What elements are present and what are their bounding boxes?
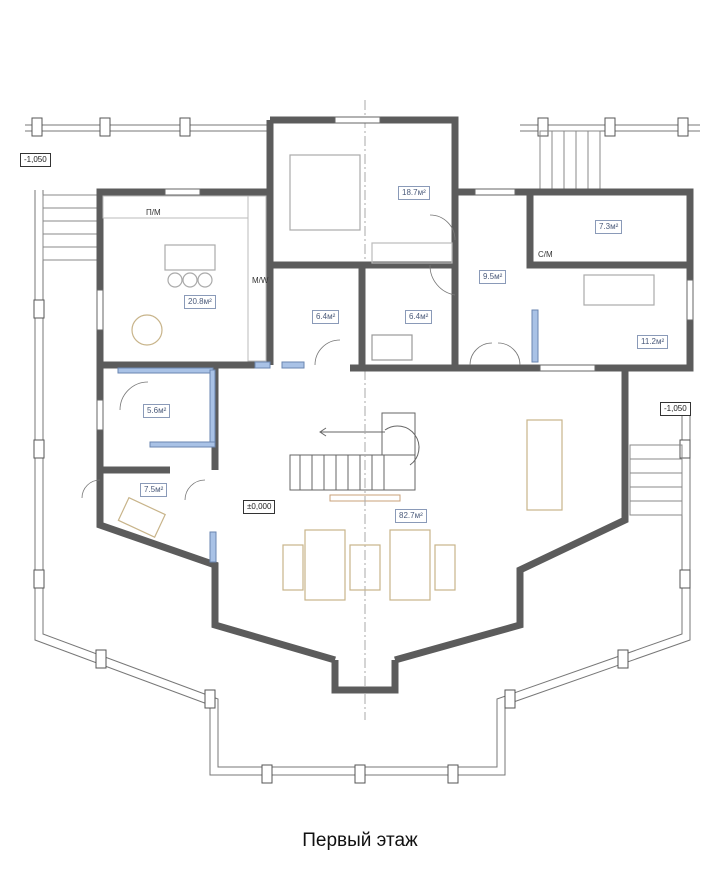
railing-posts xyxy=(31,117,691,784)
interior-staircase xyxy=(289,412,420,502)
room-area-laundry: 7.3м² xyxy=(595,220,623,234)
level-mark-left: -1,050 xyxy=(20,153,51,167)
windows xyxy=(96,116,694,431)
furniture xyxy=(117,154,655,601)
room-area-kitchen: 20.8м² xyxy=(184,295,216,309)
kitchen-counter xyxy=(102,195,267,362)
room-area-bedroom: 18.7м² xyxy=(398,186,430,200)
washer-tag: С/М xyxy=(538,250,553,259)
door-swings xyxy=(81,214,521,501)
room-area-entry: 7.5м² xyxy=(140,483,168,497)
level-mark-right: -1,050 xyxy=(660,402,691,416)
room-area-office: 11.2м² xyxy=(637,335,669,349)
microwave-tag: M/W xyxy=(252,276,269,285)
room-area-bath-left: 6.4м² xyxy=(312,310,340,324)
room-area-corridor: 9.5м² xyxy=(479,270,507,284)
walls xyxy=(96,116,694,694)
dishwasher-tag: П/М xyxy=(146,208,161,217)
room-area-living: 82.7м² xyxy=(395,509,427,523)
plan-title: Первый этаж xyxy=(302,830,418,851)
room-area-bath-right: 6.4м² xyxy=(405,310,433,324)
room-area-storage: 5.6м² xyxy=(143,404,171,418)
level-mark-floor: ±0,000 xyxy=(243,500,276,514)
glazed-partitions xyxy=(117,309,539,563)
